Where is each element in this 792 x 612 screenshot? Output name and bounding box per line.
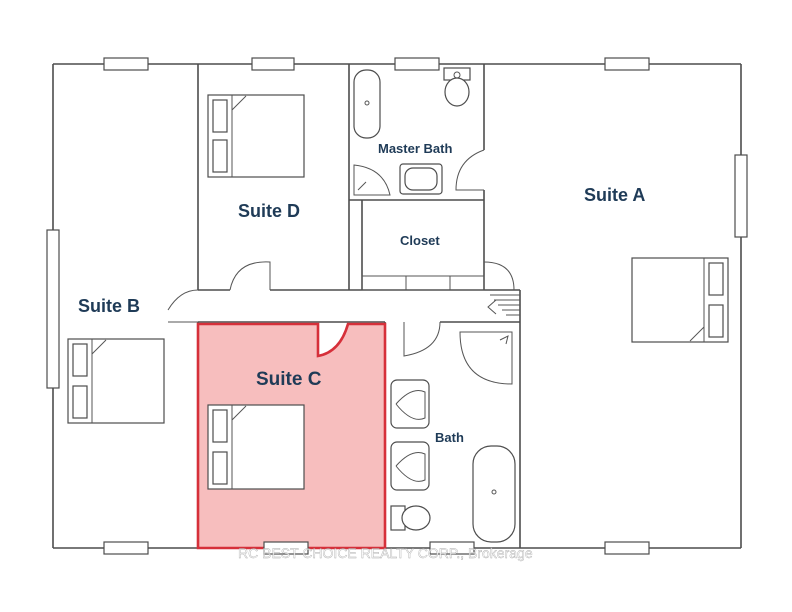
brokerage-watermark: RC BEST CHOICE REALTY CORP., Brokerage bbox=[238, 545, 533, 561]
door-swings bbox=[167, 149, 515, 357]
bed-suite-a bbox=[631, 257, 729, 343]
label-suite-a: Suite A bbox=[584, 185, 645, 205]
label-suite-d: Suite D bbox=[238, 201, 300, 221]
bed-suite-c bbox=[207, 404, 305, 490]
bed-suite-d bbox=[207, 94, 305, 178]
bed-suite-b bbox=[67, 338, 165, 424]
room-labels: Suite A Suite B Suite C Suite D Master B… bbox=[78, 141, 645, 445]
label-suite-b: Suite B bbox=[78, 296, 140, 316]
bath-fixtures bbox=[390, 331, 516, 543]
master-bath-fixtures bbox=[353, 67, 471, 196]
windows bbox=[46, 57, 748, 555]
label-closet: Closet bbox=[400, 233, 440, 248]
stairs bbox=[487, 294, 520, 316]
label-suite-c: Suite C bbox=[256, 369, 322, 390]
closet-shelves bbox=[361, 275, 485, 291]
label-master-bath: Master Bath bbox=[378, 141, 452, 156]
label-bath: Bath bbox=[435, 430, 464, 445]
